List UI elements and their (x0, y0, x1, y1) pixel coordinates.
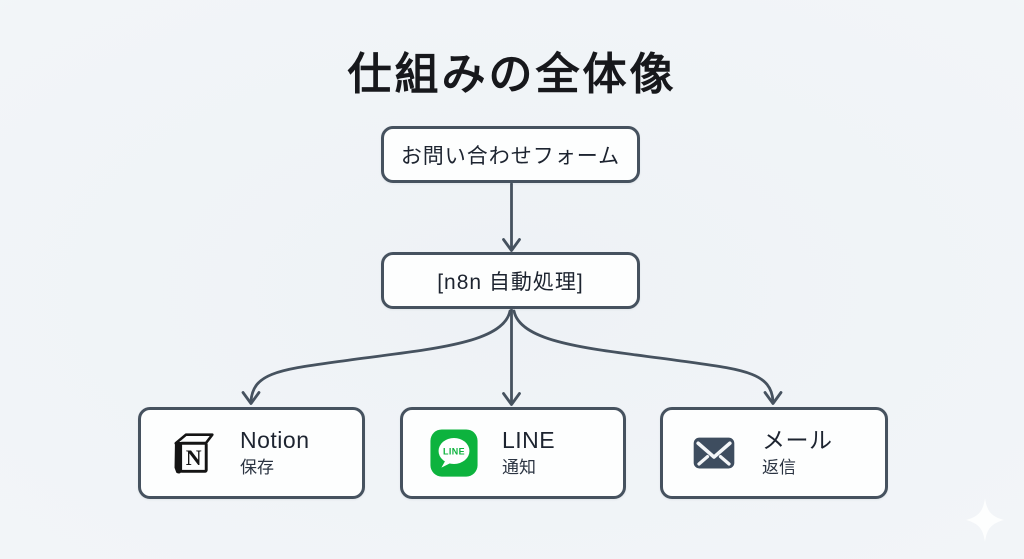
node-notion-action: 保存 (240, 457, 274, 477)
line-icon-text: LINE (443, 447, 465, 457)
arrow-processor-to-notion (249, 309, 512, 403)
node-line: LINE LINE 通知 (400, 407, 626, 499)
node-mail-name: メール (762, 427, 833, 454)
arrow-processor-to-mail (512, 309, 775, 403)
node-mail: メール 返信 (660, 407, 888, 499)
node-notion-name: Notion (240, 427, 310, 454)
node-mail-action: 返信 (762, 457, 796, 477)
arrowhead-processor-to-mail (763, 391, 783, 405)
node-notion-text: Notion 保存 (240, 427, 309, 479)
node-notion: N Notion 保存 (138, 407, 365, 499)
notion-icon: N (174, 433, 214, 474)
line-icon: LINE (430, 429, 478, 477)
sparkle-icon (966, 498, 1004, 542)
node-line-name: LINE (502, 427, 556, 454)
notion-icon-letter: N (186, 445, 202, 470)
node-line-action: 通知 (502, 457, 536, 477)
node-mail-text: メール 返信 (762, 427, 833, 479)
arrowhead-form-to-processor (502, 238, 521, 252)
node-contact-form-label: お問い合わせフォーム (400, 144, 621, 168)
arrowhead-processor-to-notion (241, 391, 261, 405)
page-title: 仕組みの全体像 (347, 50, 677, 99)
node-contact-form: お問い合わせフォーム (381, 126, 640, 183)
node-n8n-processor-label: [n8n 自動処理] (437, 270, 584, 294)
arrowhead-processor-to-line (502, 392, 521, 406)
mail-icon (693, 437, 735, 469)
node-n8n-processor: [n8n 自動処理] (381, 252, 640, 309)
node-line-text: LINE 通知 (502, 427, 555, 479)
